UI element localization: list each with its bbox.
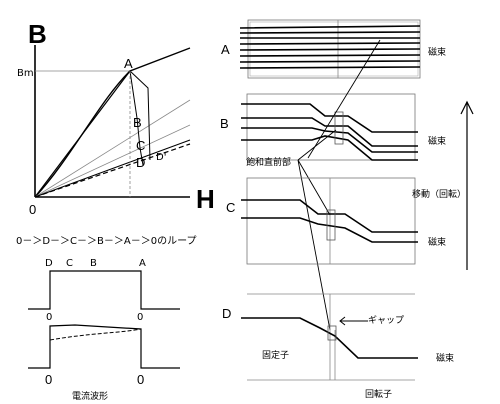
panel-c-line-1 bbox=[241, 199, 418, 233]
point-d: D bbox=[136, 155, 145, 170]
panel-d-line bbox=[241, 317, 418, 359]
origin-label: 0 bbox=[29, 202, 36, 217]
wave-label-d: D bbox=[45, 258, 53, 269]
loop-right bbox=[129, 70, 151, 161]
panel-d-flux-label: 磁束 bbox=[436, 352, 454, 364]
panel-d-letter: D bbox=[222, 306, 231, 321]
current-pulse bbox=[28, 324, 180, 369]
motion-arrowhead bbox=[460, 100, 474, 115]
point-b: B bbox=[133, 115, 142, 130]
point-a: A bbox=[124, 56, 133, 71]
current-waveform: D C B A 0 0 0 0 電流波形 bbox=[28, 258, 180, 402]
panel-a: A 磁束 bbox=[221, 19, 446, 79]
current-dashed bbox=[49, 328, 142, 341]
point-dprime: D' bbox=[156, 152, 166, 163]
panel-b-line-2 bbox=[241, 117, 418, 147]
rotor-label: 回転子 bbox=[365, 389, 392, 400]
panel-a-letter: A bbox=[221, 42, 230, 57]
wave2-zero-2: 0 bbox=[137, 372, 144, 387]
wave-label-b: B bbox=[90, 258, 97, 269]
panel-c-frame bbox=[246, 177, 416, 265]
panel-b-letter: B bbox=[220, 116, 229, 131]
panel-d: D ギャップ 固定子 回転子 磁束 bbox=[222, 293, 454, 400]
wave2-zero-1: 0 bbox=[45, 372, 52, 387]
panel-c-flux-label: 磁束 bbox=[428, 236, 446, 248]
gap-label: ギャップ bbox=[368, 315, 404, 326]
wave-label-c: C bbox=[66, 258, 73, 269]
line-0-dprime bbox=[34, 143, 191, 198]
saturation-arrows bbox=[297, 129, 337, 331]
gap-arrow bbox=[339, 316, 368, 326]
panel-b-line-1 bbox=[241, 103, 418, 133]
panel-b-frame bbox=[246, 93, 416, 161]
panel-b-flux-label: 磁束 bbox=[428, 135, 446, 147]
line-0-b bbox=[34, 99, 191, 198]
b-axis-label: B bbox=[28, 19, 47, 49]
wave-zero-2: 0 bbox=[137, 312, 143, 323]
stator-label: 固定子 bbox=[262, 349, 289, 361]
panel-b-line-4 bbox=[241, 135, 418, 161]
line-0-c bbox=[34, 124, 191, 198]
loop-left bbox=[129, 70, 144, 166]
waveform-caption: 電流波形 bbox=[72, 390, 108, 402]
h-axis-label: H bbox=[196, 184, 215, 214]
wave-label-a: A bbox=[139, 258, 146, 269]
wave-zero-1: 0 bbox=[46, 312, 52, 323]
panel-c-line-2 bbox=[241, 217, 418, 243]
panel-a-flux-lines bbox=[239, 25, 421, 69]
panel-c: C 磁束 bbox=[226, 177, 446, 265]
bm-label: Bm bbox=[17, 68, 34, 79]
motion-label: 移動（回転） bbox=[412, 188, 466, 200]
saturation-label: 飽和直前部 bbox=[246, 156, 291, 168]
panel-c-letter: C bbox=[226, 200, 235, 215]
bh-curve: B H 0 Bm A B C D D' bbox=[17, 19, 215, 217]
voltage-pulse bbox=[28, 270, 180, 310]
panel-d-gap bbox=[327, 325, 337, 341]
panel-b: B 磁束 bbox=[220, 93, 446, 161]
saturation-arrow-a bbox=[307, 39, 381, 159]
line-0-a bbox=[34, 70, 131, 198]
panel-a-flux-label: 磁束 bbox=[428, 46, 446, 58]
magnetization-curve bbox=[34, 47, 191, 198]
point-c: C bbox=[136, 138, 145, 153]
panel-b-line-3 bbox=[241, 127, 418, 153]
line-0-d bbox=[34, 139, 191, 198]
panel-c-gap bbox=[326, 209, 336, 241]
loop-caption: 0－＞D－＞C－＞B－＞A－＞0のループ bbox=[16, 235, 197, 247]
motion-indicator: 移動（回転） bbox=[412, 100, 474, 270]
panel-b-gap bbox=[334, 111, 344, 145]
